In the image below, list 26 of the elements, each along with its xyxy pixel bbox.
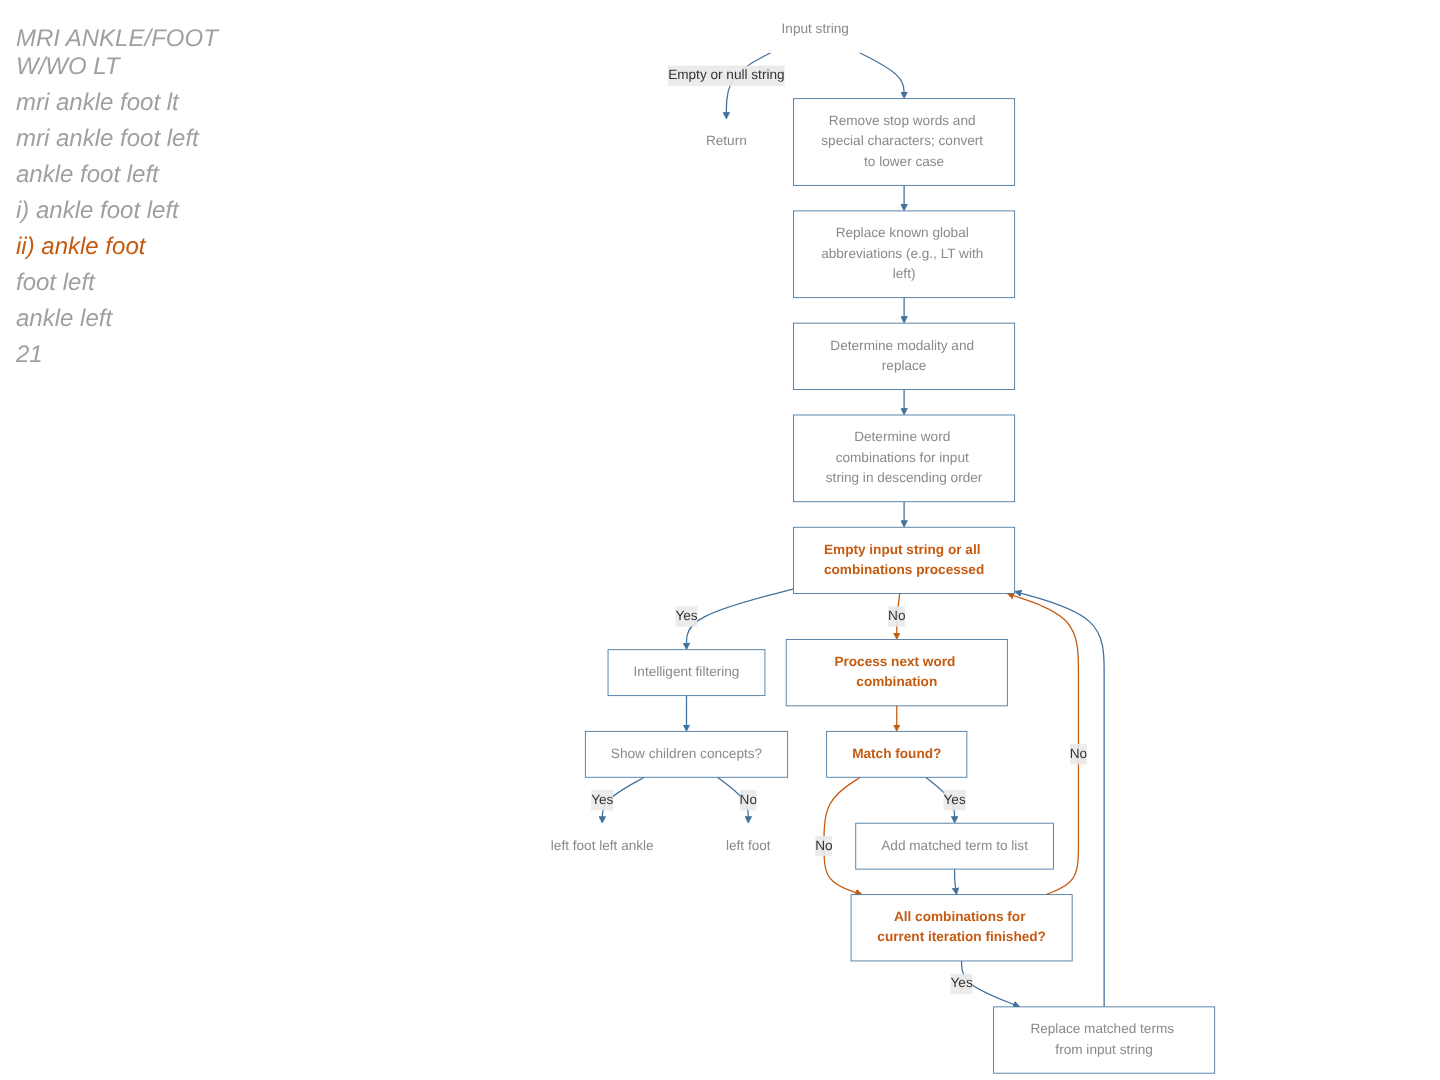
arrow <box>682 695 691 732</box>
annotation-text: ii) ankle foot <box>16 232 148 260</box>
arrow <box>960 960 1021 1008</box>
arrow <box>893 705 901 732</box>
arrow <box>900 388 908 416</box>
annotation-text: mri ankle foot left <box>16 124 202 152</box>
arrow <box>951 868 960 895</box>
annotation-text: mri ankle foot lt <box>16 88 182 116</box>
arrow <box>682 588 795 651</box>
arrow <box>823 776 863 897</box>
arrow <box>900 501 908 528</box>
arrow <box>893 592 901 640</box>
annotation-text: foot left <box>16 268 98 296</box>
annotation-text: i) ankle foot left <box>16 196 182 224</box>
arrow <box>1014 589 1105 1008</box>
arrow <box>598 776 645 824</box>
arrow <box>1006 592 1080 896</box>
annotation-text: MRI ANKLE/FOOT W/WO LT <box>16 24 221 80</box>
annotation-text: 21 <box>16 340 45 368</box>
annotation-text: ankle foot left <box>16 160 162 188</box>
arrow <box>716 776 753 824</box>
arrow <box>900 297 908 324</box>
arrow <box>900 184 908 212</box>
arrow <box>859 52 908 99</box>
arrow <box>925 776 959 824</box>
annotation-text: ankle left <box>16 304 115 332</box>
